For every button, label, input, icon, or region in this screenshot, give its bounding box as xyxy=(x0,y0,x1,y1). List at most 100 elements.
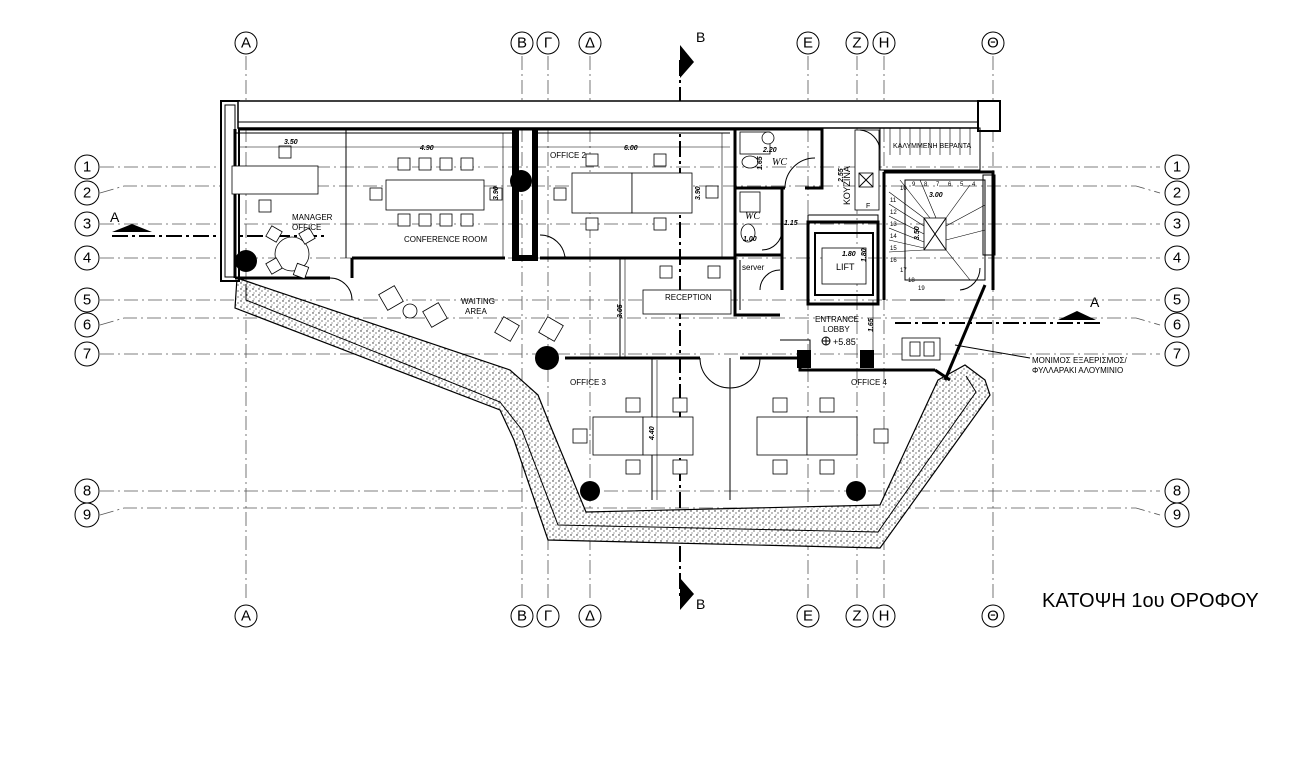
staircase xyxy=(882,170,995,301)
dim-label: 3.50 xyxy=(284,139,298,146)
grid-label: 7 xyxy=(83,346,91,363)
section-line-b: B B xyxy=(679,29,705,612)
covered-veranda xyxy=(879,127,996,256)
dim-label: 2.20 xyxy=(762,147,777,154)
office-2-label: OFFICE 2 xyxy=(550,151,587,160)
dimension-lines xyxy=(238,133,874,500)
step-number: 12 xyxy=(890,210,897,216)
grid-label: 9 xyxy=(1173,507,1181,524)
veranda-label: ΚΑΛΥΜΜΕΝΗ ΒΕΡΑΝΤΑ xyxy=(893,143,972,150)
reception-label: RECEPTION xyxy=(665,293,712,302)
kitchen-label: ΚΟΥΖΙΝΑ xyxy=(842,166,852,205)
step-number: 6 xyxy=(948,182,952,188)
grid-label: Η xyxy=(879,35,890,52)
grid-label: Η xyxy=(879,608,890,625)
dim-label: 4.40 xyxy=(649,426,656,441)
step-number: 19 xyxy=(918,286,925,292)
dim-label: 3.90 xyxy=(493,186,500,200)
grid-label: 6 xyxy=(1173,317,1181,334)
entrance-level-label: +5.85 xyxy=(833,337,856,347)
dim-label: 1.65 xyxy=(757,156,764,170)
partitions xyxy=(235,129,761,500)
grid-label: Θ xyxy=(987,608,999,625)
grid-bubbles-left: 1 2 3 4 5 6 7 8 9 xyxy=(74,154,100,528)
step-number: 16 xyxy=(890,258,897,264)
grid-bubbles-bottom: Α Β Γ Δ Ε Ζ Η Θ xyxy=(234,604,1005,628)
step-number: 17 xyxy=(900,268,907,274)
step-number: 14 xyxy=(890,234,897,240)
dimension-labels: 3.50 4.90 3.90 6.00 3.90 2.20 1.65 1.00 … xyxy=(284,139,943,441)
dim-label: 6.00 xyxy=(624,145,638,152)
grid-label: Θ xyxy=(987,35,999,52)
planter xyxy=(234,277,991,549)
grid-label: Γ xyxy=(544,608,552,625)
grid-label: Β xyxy=(517,608,527,625)
section-a-label-left: A xyxy=(110,209,120,225)
office-4-label: OFFICE 4 xyxy=(851,378,888,387)
step-number: 11 xyxy=(890,198,897,204)
grid-label: 4 xyxy=(1173,250,1181,267)
grid-label: Ζ xyxy=(852,608,861,625)
grid-label: Γ xyxy=(544,35,552,52)
grid-label: 3 xyxy=(1173,216,1181,233)
ventilation-annotation-line-1: ΜΟΝΙΜΟΣ ΕΞΑΕΡΙΣΜΟΣ/ xyxy=(1032,356,1127,365)
grid-label: 2 xyxy=(1173,185,1181,202)
exterior-walls xyxy=(220,100,1001,382)
grid-label: Α xyxy=(241,35,251,52)
fridge-label: F xyxy=(866,203,870,210)
grid-label: Δ xyxy=(585,35,595,52)
grid-label: 4 xyxy=(83,250,91,267)
section-a-label-right: A xyxy=(1090,294,1100,310)
grid-label: Ε xyxy=(803,35,813,52)
lift-label: LIFT xyxy=(836,262,855,272)
step-number: 13 xyxy=(890,222,897,228)
grid-label: 7 xyxy=(1173,346,1181,363)
step-number: 9 xyxy=(912,182,916,188)
conference-room-label: CONFERENCE ROOM xyxy=(404,235,487,244)
grid-label: Ζ xyxy=(852,35,861,52)
section-b-label-bottom: B xyxy=(696,596,705,612)
dim-label: 4.90 xyxy=(419,145,434,152)
step-number: 8 xyxy=(924,182,928,188)
step-number: 18 xyxy=(908,278,915,284)
step-number: 7 xyxy=(936,182,940,188)
step-number: 15 xyxy=(890,246,897,252)
grid-label: Ε xyxy=(803,608,813,625)
service-core xyxy=(735,127,824,310)
dim-label: 3.90 xyxy=(695,186,702,200)
grid-label: 8 xyxy=(83,483,91,500)
grid-label: Α xyxy=(241,608,251,625)
grid-label: 1 xyxy=(83,159,91,176)
step-number: 10 xyxy=(900,186,907,192)
kitchen xyxy=(854,129,881,211)
dim-label: 1.80 xyxy=(861,248,868,262)
dim-label: 3.50 xyxy=(914,226,921,240)
dim-label: 1.00 xyxy=(743,236,757,243)
dim-label: 1.15 xyxy=(784,220,798,227)
stair-step-numbers: 11 12 13 14 15 16 17 18 19 10 9 8 7 6 5 … xyxy=(890,182,976,292)
dim-label: 3.00 xyxy=(929,192,943,199)
wc-1-label: WC xyxy=(772,157,787,168)
grid-label: 1 xyxy=(1173,159,1181,176)
dim-label: 2.55 xyxy=(838,168,845,183)
grid-label: Δ xyxy=(585,608,595,625)
server-label: server xyxy=(742,263,765,272)
step-number: 4 xyxy=(972,182,976,188)
step-number: 5 xyxy=(960,182,964,188)
dim-label: 1.65 xyxy=(868,318,875,332)
grid-label: 9 xyxy=(83,507,91,524)
grid-label: 2 xyxy=(83,185,91,202)
grid-label: 5 xyxy=(1173,292,1181,309)
drawing-title: ΚΑΤΟΨΗ 1ου ΟΡΟΦΟΥ xyxy=(1042,590,1259,612)
dim-label: 1.80 xyxy=(842,251,856,258)
grid-label: 8 xyxy=(1173,483,1181,500)
entrance-lobby xyxy=(780,336,1031,361)
lift xyxy=(806,214,880,306)
dim-label: 3.05 xyxy=(617,304,624,318)
ventilation-annotation-line-2: ΦΥΛΛΑΡΑΚΙ ΑΛΟΥΜΙΝΙΟ xyxy=(1032,366,1123,375)
